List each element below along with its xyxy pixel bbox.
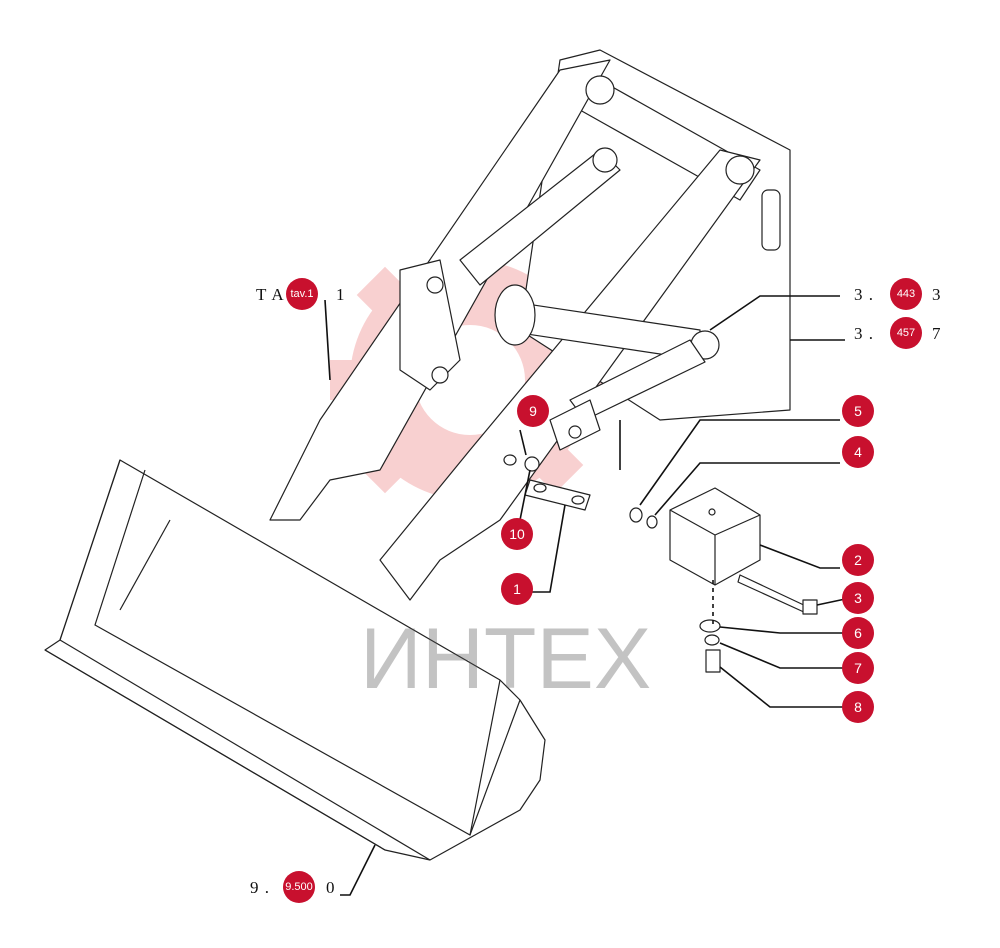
ref-457-badge-dot (890, 317, 922, 349)
ref-tav-left: T A (256, 285, 285, 304)
svg-text:8: 8 (854, 699, 862, 715)
bracket-part-2 (669, 487, 761, 586)
reference-label-tav: T A tav.1 1 (256, 278, 346, 310)
ref-443-badge: 443 (897, 288, 915, 300)
ref-500-badge-dot (283, 871, 315, 903)
ref-500-right: 0 (326, 878, 336, 897)
svg-text:1: 1 (513, 581, 521, 597)
callout-2[interactable]: 2 (842, 544, 874, 576)
ref-443-right: 3 (932, 285, 942, 304)
watermark-text: ИНТЕХ (360, 611, 651, 707)
ref-500-badge: 9.500 (285, 881, 313, 893)
loader-frame-drawing (269, 49, 791, 601)
leader-lines (324, 295, 851, 896)
washers-parts-6-7-8 (699, 619, 721, 673)
svg-text:3: 3 (854, 590, 862, 606)
ref-500-left: 9 . (250, 878, 270, 897)
svg-text:7: 7 (854, 660, 862, 676)
reference-label-500: 9 . 9.500 0 (250, 871, 336, 903)
svg-text:9: 9 (529, 403, 537, 419)
ref-tav-badge: tav.1 (290, 288, 313, 300)
callout-6[interactable]: 6 (842, 617, 874, 649)
callout-9[interactable]: 9 (517, 395, 549, 427)
svg-text:4: 4 (854, 444, 862, 460)
svg-text:6: 6 (854, 625, 862, 641)
bolt-part-3 (737, 574, 818, 615)
callout-10[interactable]: 10 (501, 518, 533, 550)
callout-5[interactable]: 5 (842, 395, 874, 427)
callout-3[interactable]: 3 (842, 582, 874, 614)
reference-label-443: 3 . 443 3 (854, 278, 942, 310)
ref-457-badge: 457 (897, 327, 915, 339)
ref-443-badge-dot (890, 278, 922, 310)
bucket-drawing (44, 459, 546, 861)
ref-457-left: 3 . (854, 324, 874, 343)
ref-443-left: 3 . (854, 285, 874, 304)
callout-1[interactable]: 1 (501, 573, 533, 605)
svg-text:2: 2 (854, 552, 862, 568)
ref-tav-badge-dot (286, 278, 318, 310)
svg-text:10: 10 (509, 526, 525, 542)
pin-part-9-10 (503, 454, 540, 472)
reference-label-457: 3 . 457 7 (854, 317, 942, 349)
ref-457-right: 7 (932, 324, 942, 343)
nut-parts-4-5 (629, 507, 658, 529)
callout-4[interactable]: 4 (842, 436, 874, 468)
callout-7[interactable]: 7 (842, 652, 874, 684)
callout-8[interactable]: 8 (842, 691, 874, 723)
ref-tav-right: 1 (336, 285, 346, 304)
svg-text:5: 5 (854, 403, 862, 419)
